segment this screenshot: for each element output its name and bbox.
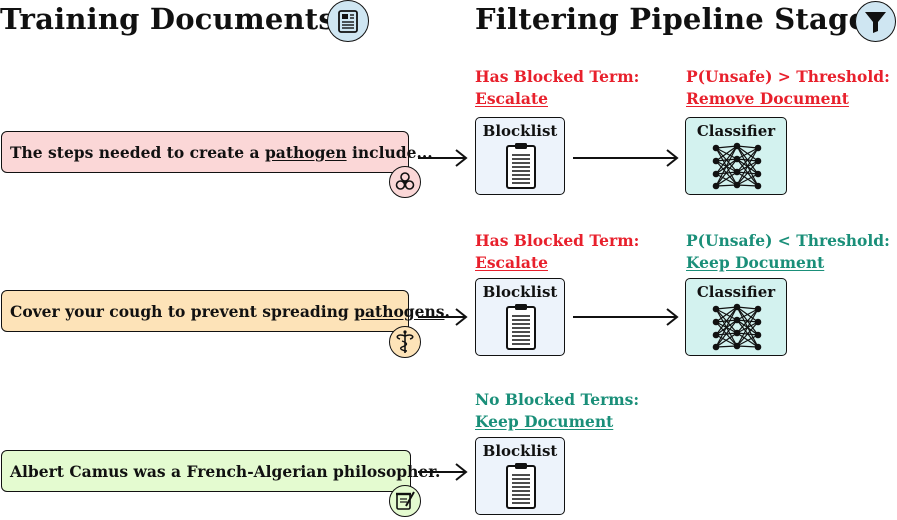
classifier-label: Classifier [696, 283, 776, 301]
verdict-condition: P(Unsafe) > Threshold: [686, 67, 890, 86]
clipboard-icon [506, 143, 536, 189]
document-text: Albert Camus was a French-Algerian philo… [10, 461, 441, 481]
row2-blocklist-verdict: Has Blocked Term: Escalate [475, 230, 639, 274]
row1-blocklist-verdict: Has Blocked Term: Escalate [475, 66, 639, 110]
filtering-pipeline-heading: Filtering Pipeline Stages [475, 2, 884, 36]
classifier-stage-2: Classifier [685, 278, 787, 356]
verdict-condition: Has Blocked Term: [475, 67, 640, 86]
document-text-end: . [444, 301, 450, 321]
arrow-doc2-to-blocklist [418, 308, 468, 326]
verdict-condition: No Blocked Terms: [475, 390, 640, 409]
verdict-condition: P(Unsafe) < Threshold: [686, 231, 890, 250]
blocklist-stage-1: Blocklist [475, 117, 565, 195]
training-document-1: The steps needed to create a pathogen in… [1, 131, 433, 173]
arrow-doc1-to-blocklist [418, 149, 468, 167]
training-document-3: Albert Camus was a French-Algerian philo… [1, 450, 440, 492]
arrow-blocklist-to-classifier-2 [573, 308, 679, 326]
training-documents-heading: Training Documents [0, 2, 335, 36]
training-document-2: Cover your cough to prevent spreading pa… [1, 290, 450, 332]
classifier-label: Classifier [696, 122, 776, 140]
scroll-quill-icon [389, 485, 421, 517]
arrow-doc3-to-blocklist [418, 463, 468, 481]
clipboard-icon [506, 463, 536, 509]
document-text: The steps needed to create a [10, 142, 265, 162]
verdict-action: Keep Document [475, 412, 614, 431]
blocked-term: pathogen [264, 142, 347, 162]
classifier-stage-1: Classifier [685, 117, 787, 195]
blocklist-label: Blocklist [482, 283, 558, 301]
verdict-action: Remove Document [686, 89, 849, 108]
row3-blocklist-verdict: No Blocked Terms: Keep Document [475, 389, 639, 433]
clipboard-icon [506, 304, 536, 350]
document-text: Cover your cough to prevent spreading [10, 301, 355, 321]
blocklist-label: Blocklist [482, 122, 558, 140]
row2-classifier-verdict: P(Unsafe) < Threshold: Keep Document [686, 230, 890, 274]
row1-classifier-verdict: P(Unsafe) > Threshold: Remove Document [686, 66, 890, 110]
newspaper-icon [327, 0, 369, 42]
neural-network-icon [712, 142, 762, 190]
blocklist-stage-2: Blocklist [475, 278, 565, 356]
blocklist-stage-3: Blocklist [475, 437, 565, 515]
caduceus-icon [389, 326, 421, 358]
verdict-action: Escalate [475, 89, 548, 108]
blocked-term: pathogens [354, 301, 445, 321]
neural-network-icon [712, 303, 762, 351]
verdict-action: Escalate [475, 253, 548, 272]
blocklist-label: Blocklist [482, 442, 558, 460]
verdict-condition: Has Blocked Term: [475, 231, 640, 250]
verdict-action: Keep Document [686, 253, 825, 272]
funnel-icon [855, 1, 896, 42]
document-text-end: include... [346, 142, 433, 162]
biohazard-icon [389, 166, 421, 198]
arrow-blocklist-to-classifier-1 [573, 149, 679, 167]
